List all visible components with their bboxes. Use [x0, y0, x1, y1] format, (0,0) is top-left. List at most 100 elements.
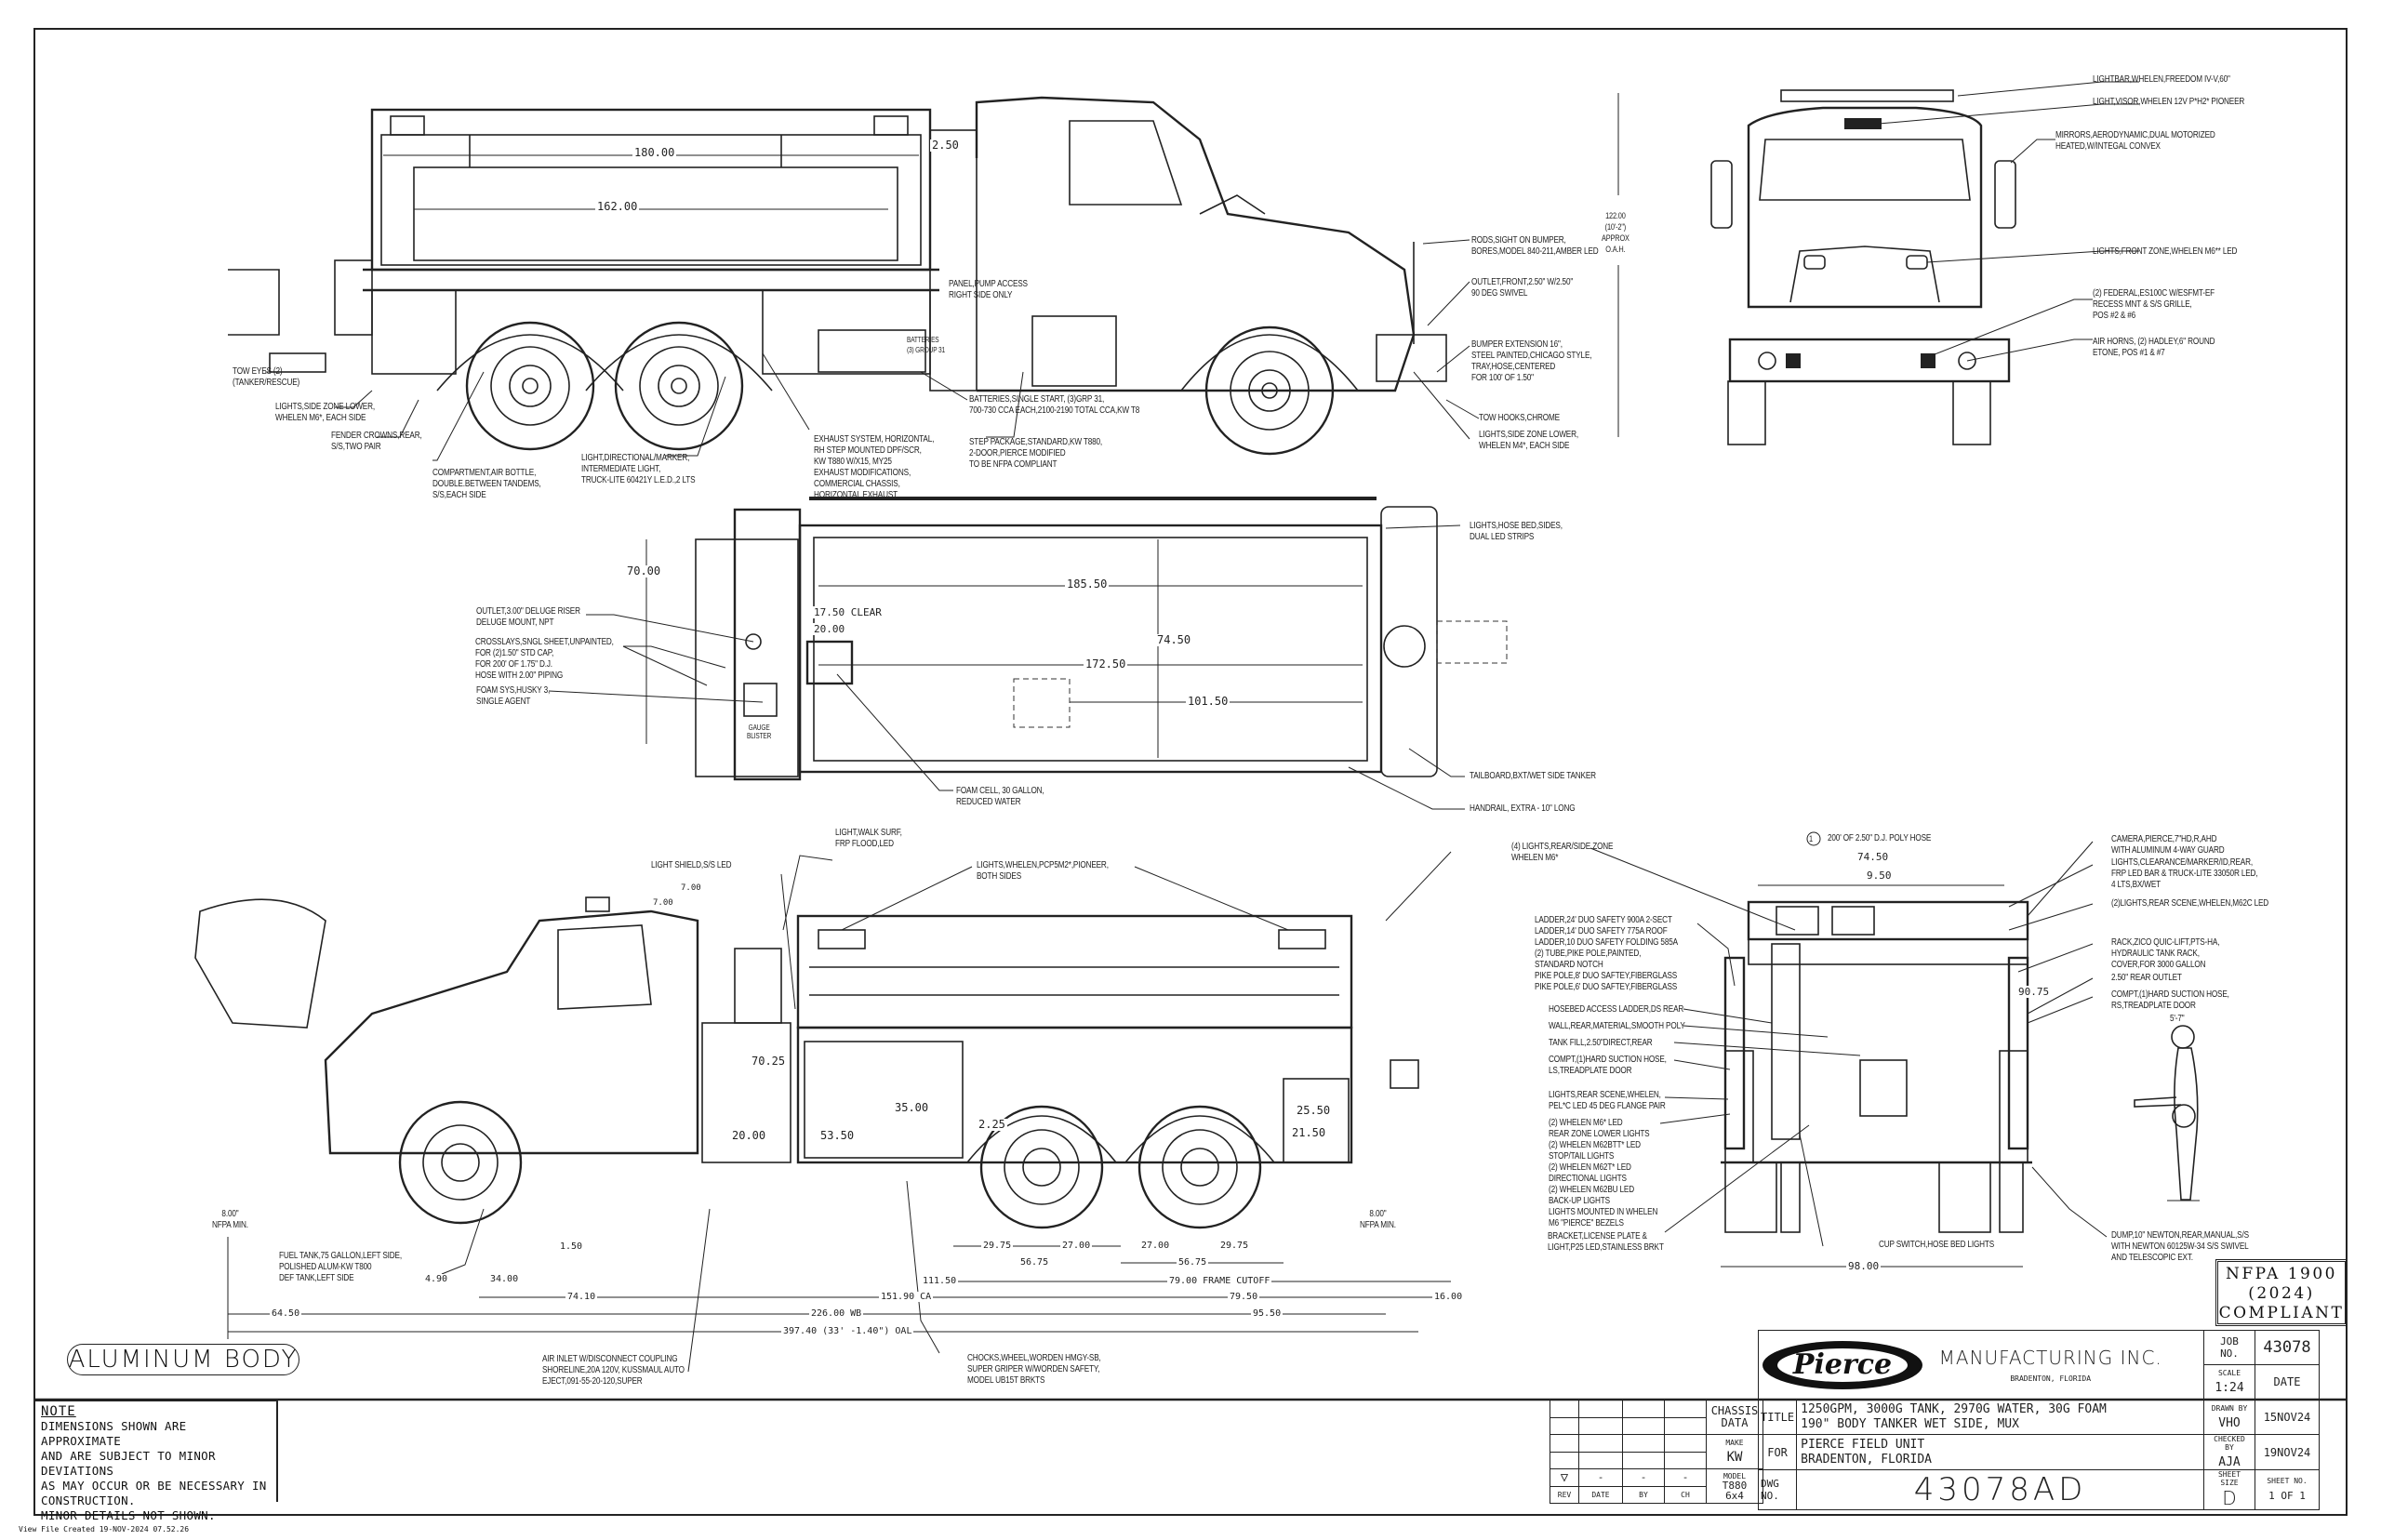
dim-overall-height: 122.00 (10'-2") APPROX O.A.H.: [1602, 211, 1629, 254]
date-column-header: DATE: [1578, 1485, 1623, 1504]
company-name: MANUFACTURING INC.: [1938, 1347, 2162, 1369]
wheel: [1204, 325, 1335, 456]
rear-view: [1590, 831, 2200, 1268]
callout-tow-hooks: TOW HOOKS,CHROME: [1479, 413, 1560, 423]
file-created-footer: View File Created 19-NOV-2024 07.52.26: [19, 1525, 190, 1533]
dim-35: 35.00: [893, 1101, 931, 1114]
callout-foam-system: FOAM SYS,HUSKY 3, SINGLE AGENT: [476, 685, 551, 707]
dim-20: 20.00: [812, 623, 847, 635]
callout-ladders-pike-poles: LADDER,24' DUO SAFETY 900A 2-SECT LADDER…: [1535, 915, 1678, 992]
callout-step-package: STEP PACKAGE,STANDARD,KW T880, 2-DOOR,PI…: [969, 437, 1103, 470]
sheet-no-label: SHEET NO.: [2267, 1477, 2308, 1485]
dim-53-50: 53.50: [818, 1129, 857, 1142]
callout-hosebed-ladder: HOSEBED ACCESS LADDER,DS REAR: [1549, 1004, 1684, 1015]
nfpa-line-2: (2024): [2248, 1284, 2315, 1303]
callout-federal-sirens: (2) FEDERAL,ES100C W/ESFMT-EF RECESS MNT…: [2093, 288, 2215, 321]
dim-frame-cutoff: 79.00 FRAME CUTOFF: [1167, 1276, 1272, 1286]
dim-180: 180.00: [632, 146, 677, 159]
dim-29-75-b: 29.75: [1218, 1241, 1251, 1251]
checked-by-value: AJA: [2218, 1455, 2241, 1469]
for-line-1: PIERCE FIELD UNIT: [1801, 1437, 1925, 1452]
pierce-logo: Pierce: [1762, 1340, 1922, 1389]
callout-front-outlet: OUTLET,FRONT,2.50" W/2.50" 90 DEG SWIVEL: [1471, 277, 1574, 299]
ch-column-header: CH: [1664, 1485, 1707, 1504]
callout-lightbar: LIGHTBAR,WHELEN,FREEDOM IV-V,60": [2093, 74, 2230, 85]
callout-rear-light-cluster: (2) WHELEN M6* LED REAR ZONE LOWER LIGHT…: [1549, 1118, 1658, 1228]
rev-ch-value: -: [1664, 1468, 1707, 1487]
callout-side-zone-lights: LIGHTS,SIDE ZONE LOWER, WHELEN M6*, EACH…: [275, 402, 375, 423]
callout-hard-suction-rs: COMPT,(1)HARD SUCTION HOSE, RS,TREADPLAT…: [2111, 989, 2229, 1011]
callout-air-inlet-shoreline: AIR INLET W/DISCONNECT COUPLING SHORELIN…: [542, 1354, 685, 1387]
callout-exhaust-system: EXHAUST SYSTEM, HORIZONTAL, RH STEP MOUN…: [814, 434, 935, 500]
callout-rear-scene-lights: LIGHTS,REAR SCENE,WHELEN, PEL*C LED 45 D…: [1549, 1090, 1666, 1111]
wheel: [614, 321, 744, 451]
dim-95-50: 95.50: [1251, 1308, 1284, 1319]
dim-151-90-ca: 151.90 CA: [879, 1292, 934, 1302]
dim-21-50: 21.50: [1290, 1126, 1328, 1139]
dim-79-50: 79.50: [1228, 1292, 1260, 1302]
dim-17-50-clear: 17.50 CLEAR: [812, 606, 884, 618]
dim-20-body: 20.00: [730, 1129, 768, 1142]
dim-185-50: 185.50: [1065, 578, 1110, 591]
front-view: [1617, 81, 2139, 445]
callout-hard-suction-ls: COMPT,(1)HARD SUCTION HOSE, LS,TREADPLAT…: [1549, 1055, 1667, 1076]
callout-bumper-extension: BUMPER EXTENSION 16", STEEL PAINTED,CHIC…: [1471, 339, 1592, 383]
dim-27-b: 27.00: [1139, 1241, 1172, 1251]
wheel: [398, 1100, 523, 1225]
for-label: FOR: [1757, 1434, 1798, 1470]
dim-16: 16.00: [1432, 1292, 1465, 1302]
make-label: MAKE: [1725, 1439, 1744, 1447]
note-line: MINOR DETAILS NOT SHOWN.: [41, 1508, 216, 1522]
by-column-header: BY: [1622, 1485, 1665, 1504]
dim-rear-98: 98.00: [1846, 1260, 1882, 1272]
callout-fender-crowns: FENDER CROWNS,REAR, S/S,TWO PAIR: [331, 431, 422, 452]
tank-body-outline: [370, 108, 932, 272]
dim-56-75-b: 56.75: [1177, 1257, 1209, 1268]
human-figure: [2134, 1025, 2200, 1201]
checked-by-label: CHECKED BY: [2214, 1435, 2245, 1452]
callout-air-bottle-compartment: COMPARTMENT,AIR BOTTLE, DOUBLE.BETWEEN T…: [432, 468, 541, 500]
callout-mirrors: MIRRORS,AERODYNAMIC,DUAL MOTORIZED HEATE…: [2055, 130, 2215, 152]
callout-visor-light: LIGHT,VISOR,WHELEN 12V P*H2* PIONEER: [2093, 97, 2245, 107]
dim-2-25: 2.25: [977, 1118, 1007, 1131]
callout-hose-bed-lights: LIGHTS,HOSE BED,SIDES, DUAL LED STRIPS: [1470, 521, 1563, 542]
dim-29-75-a: 29.75: [981, 1241, 1014, 1251]
plan-view: [548, 497, 1508, 810]
dim-162: 162.00: [595, 200, 640, 213]
sheet-no-value: 1 OF 1: [2268, 1490, 2306, 1502]
battery-group-label: (3) GROUP 31: [907, 346, 945, 354]
note-line: AS MAY OCCUR OR BE NECESSARY IN: [41, 1479, 267, 1493]
dim-101-50: 101.50: [1186, 695, 1230, 708]
date-label: DATE: [2255, 1364, 2320, 1400]
title-line-2: 190" BODY TANKER WET SIDE, MUX: [1801, 1416, 2019, 1431]
dim-2-50: 2.50: [930, 139, 961, 152]
dim-nfpa-min-rear: 8.00" NFPA MIN.: [1360, 1209, 1396, 1230]
callout-pump-access-panel: PANEL,PUMP ACCESS RIGHT SIDE ONLY: [949, 279, 1028, 300]
callout-air-horns: AIR HORNS, (2) HADLEY,6" ROUND ETONE, PO…: [2093, 337, 2215, 358]
dim-34: 34.00: [488, 1274, 521, 1284]
callout-tank-fill: TANK FILL,2.50"DIRECT,REAR: [1549, 1038, 1653, 1048]
dim-27-a: 27.00: [1060, 1241, 1093, 1251]
dim-74-50: 74.50: [1155, 633, 1193, 646]
callout-rear-wall: WALL,REAR,MATERIAL,SMOOTH POLY: [1549, 1021, 1685, 1031]
hose-marker: 1: [1809, 834, 1813, 843]
company-header: Pierce MANUFACTURING INC. BRADENTON, FLO…: [1758, 1330, 2204, 1400]
callout-dump-valve: DUMP,10" NEWTON,REAR,MANUAL,S/S WITH NEW…: [2111, 1230, 2249, 1263]
dim-rear-74-50: 74.50: [1856, 851, 1891, 863]
rev-by-value: -: [1622, 1468, 1665, 1487]
for-line-2: BRADENTON, FLORIDA: [1801, 1452, 1933, 1467]
make-value: KW: [1726, 1450, 1743, 1465]
nfpa-line-1: NFPA 1900: [2226, 1265, 2337, 1283]
gauge-blister-label: GAUGE BLISTER: [747, 724, 772, 740]
model-label: MODEL: [1723, 1471, 1747, 1480]
dwg-no-label: DWG NO.: [1757, 1469, 1798, 1510]
callout-cup-switch: CUP SWITCH,HOSE BED LIGHTS: [1879, 1240, 1995, 1250]
top-side-view: [228, 96, 1480, 461]
wheel: [465, 321, 595, 451]
dim-overall-length: 397.40 (33' -1.40") OAL: [781, 1326, 914, 1336]
callout-zico-rack: RACK,ZICO QUIC-LIFT,PTS-HA, HYDRAULIC TA…: [2111, 937, 2220, 970]
dim-70-25: 70.25: [750, 1055, 788, 1068]
dim-figure-height: 5'-7": [2170, 1014, 2185, 1024]
callout-walk-surface-light: LIGHT,WALK SURF, FRP FLOOD,LED: [835, 828, 902, 849]
